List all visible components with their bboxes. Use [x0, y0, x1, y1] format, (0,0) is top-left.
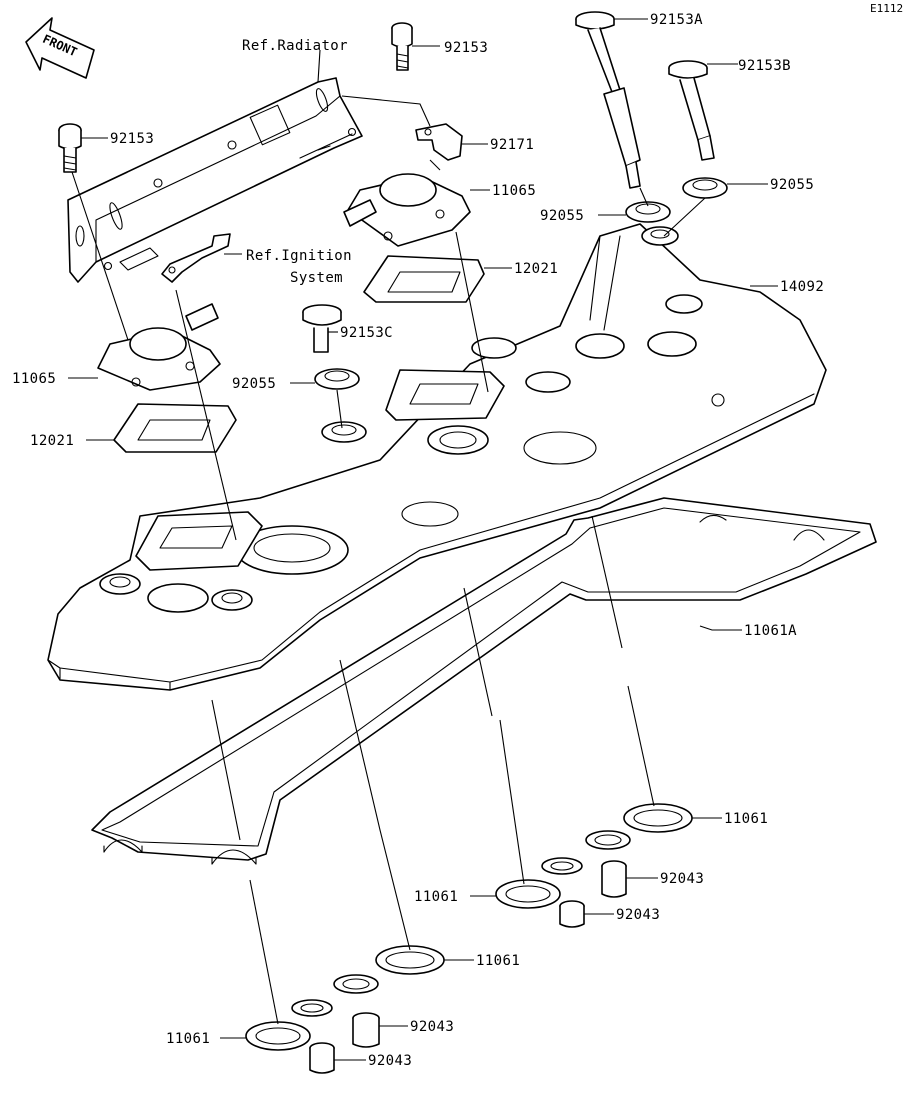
ref-radiator-label: Ref.Radiator	[242, 38, 348, 54]
reed-cover-11065-right	[343, 173, 471, 247]
callout-11061-c: 11061	[476, 953, 520, 969]
callout-92153B: 92153B	[738, 58, 791, 74]
callout-11061-a: 11061	[724, 811, 768, 827]
grommet-92055-left	[314, 368, 360, 390]
dowel-92043-b	[559, 900, 585, 928]
callout-92043-c: 92043	[410, 1019, 454, 1035]
ref-ignition-label-2: System	[290, 270, 343, 286]
callout-12021-right: 12021	[514, 261, 558, 277]
radiator-bracket	[67, 77, 363, 283]
callout-11061A: 11061A	[744, 623, 797, 639]
callout-92153A: 92153A	[650, 12, 703, 28]
head-cover-gasket-11061A	[91, 497, 877, 865]
callout-92043-a: 92043	[660, 871, 704, 887]
grommet-92055-right	[682, 177, 728, 199]
dowel-92043-d	[309, 1042, 335, 1074]
plug-seal-11061-c	[333, 945, 445, 994]
callout-92043-b: 92043	[616, 907, 660, 923]
callout-92153-top: 92153	[444, 40, 488, 56]
bolt-92153-left	[58, 123, 82, 173]
bolt-92153-top	[391, 22, 413, 71]
callout-92153-left: 92153	[110, 131, 154, 147]
callout-12021-left: 12021	[30, 433, 74, 449]
ignition-bracket	[161, 233, 231, 283]
bolt-92153B	[668, 60, 715, 161]
front-arrow-icon: FRONT	[25, 17, 95, 79]
callout-92055-right: 92055	[770, 177, 814, 193]
callout-92171: 92171	[490, 137, 534, 153]
bolt-92153C	[302, 304, 342, 353]
callout-92043-d: 92043	[368, 1053, 412, 1069]
diagram-code: E1112	[870, 2, 903, 15]
callout-92055-left: 92055	[232, 376, 276, 392]
callout-11065-left: 11065	[12, 371, 56, 387]
callout-11061-b: 11061	[414, 889, 458, 905]
dowel-92043-a	[601, 860, 627, 898]
gasket-12021-right	[363, 255, 485, 303]
callout-14092: 14092	[780, 279, 824, 295]
gasket-12021-left	[113, 403, 237, 453]
reed-cover-11065-left	[97, 303, 221, 391]
grommet-92055-mid	[625, 201, 671, 223]
leader-lines	[68, 18, 778, 1061]
plug-seal-11061-b	[495, 857, 583, 909]
cylinder-head-cover-14092	[47, 223, 827, 691]
plug-seal-11061-d	[245, 999, 333, 1051]
plug-seal-11061-a	[585, 803, 693, 850]
bolt-92153A	[575, 11, 641, 189]
callout-92055-mid: 92055	[540, 208, 584, 224]
callout-labels: Ref.Radiator Ref.Ignition System 92153A …	[12, 12, 824, 1069]
clamp-92171	[415, 123, 463, 161]
callout-11061-d: 11061	[166, 1031, 210, 1047]
dowel-92043-c	[352, 1012, 380, 1048]
ref-ignition-label: Ref.Ignition	[246, 248, 352, 264]
assembly-lines	[71, 95, 706, 1025]
callout-11065-right: 11065	[492, 183, 536, 199]
callout-92153C: 92153C	[340, 325, 393, 341]
